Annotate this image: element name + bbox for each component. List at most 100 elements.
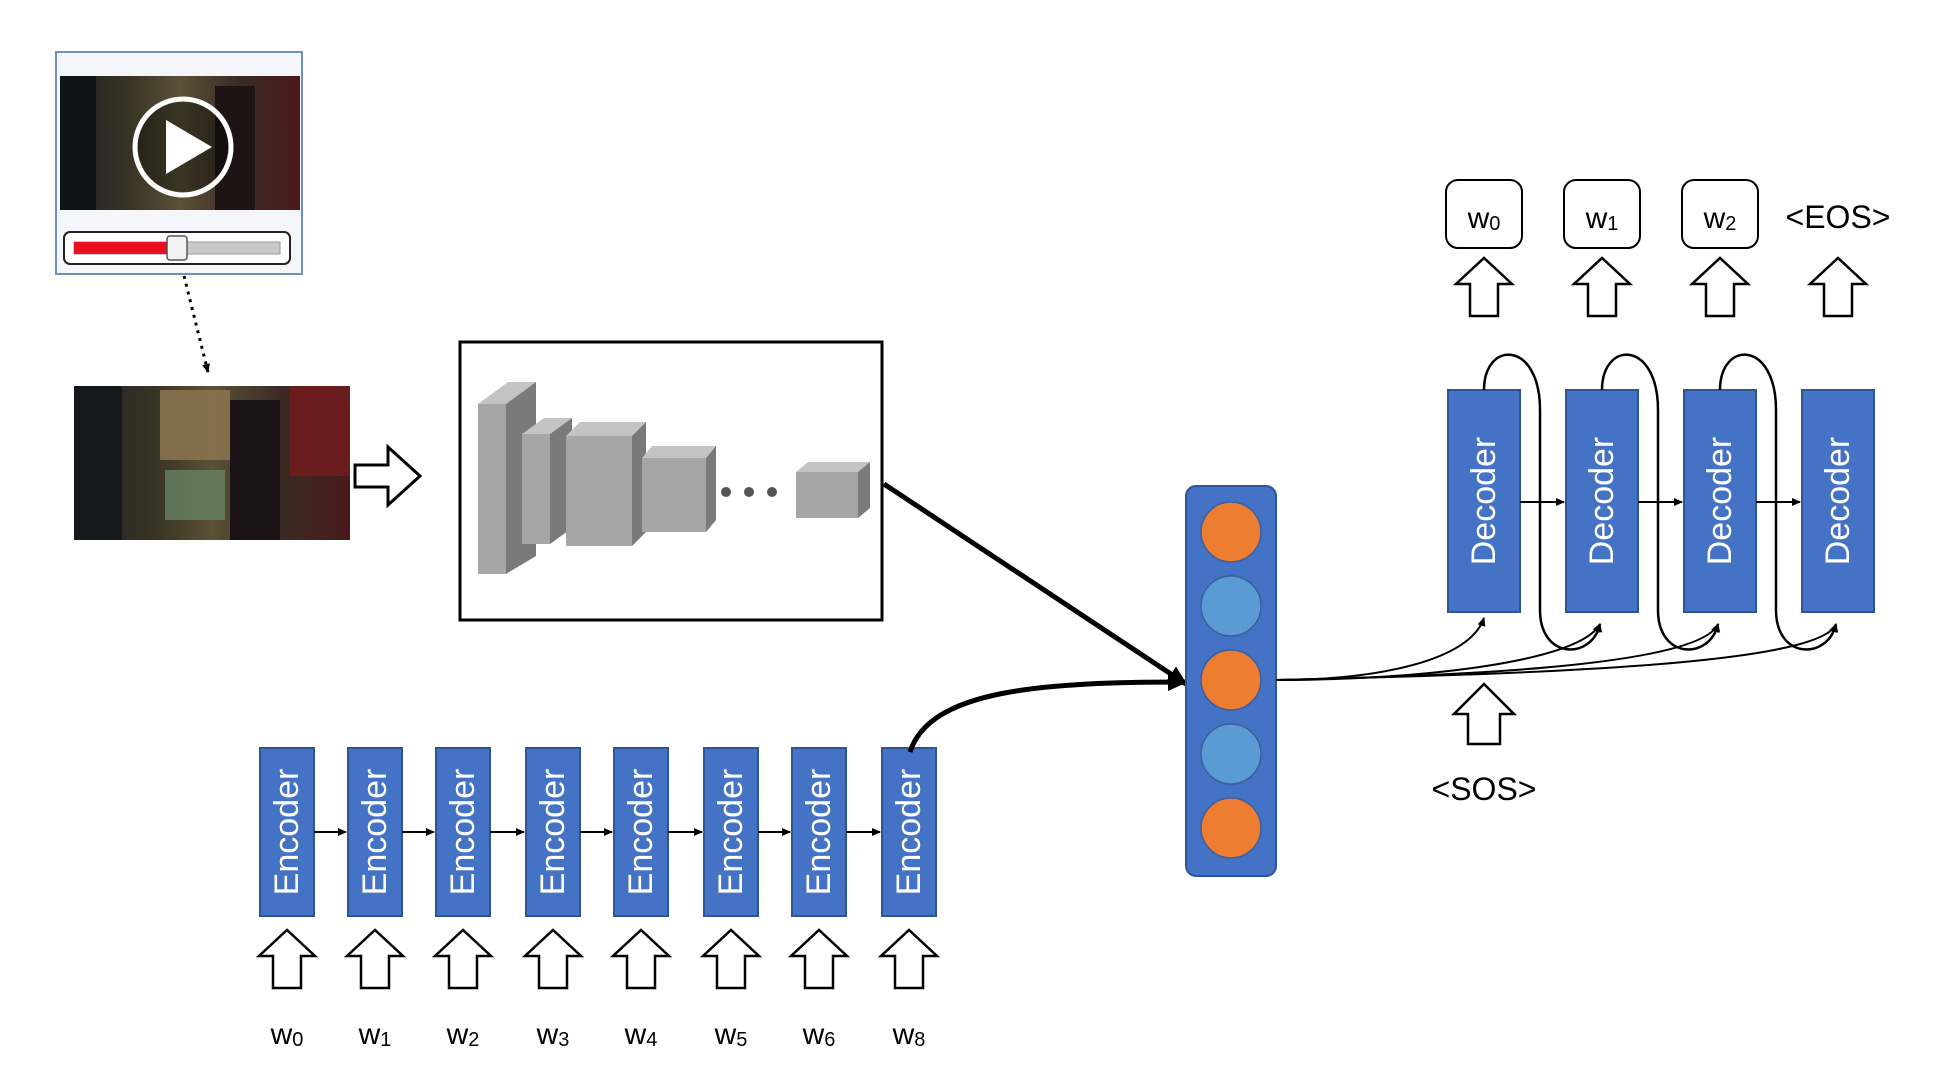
hollow-up-arrow-icon — [431, 928, 495, 990]
frame-extraction-arrow — [182, 275, 210, 373]
word-subscript: 6 — [824, 1029, 835, 1051]
encoder-input-word: w5 — [714, 1018, 748, 1051]
ellipsis-dot — [767, 487, 777, 497]
play-icon[interactable] — [132, 96, 234, 198]
hollow-up-arrow-icon — [877, 928, 941, 990]
extracted-frame — [74, 386, 350, 540]
output-token-box — [1563, 179, 1641, 249]
encoder-block: Encoder w5 — [699, 747, 791, 1051]
output-token: <EOS> — [1786, 199, 1891, 235]
word-base: w — [1703, 202, 1726, 235]
encoder-block: Encoder w4 — [609, 747, 703, 1051]
decoder-label: Decoder — [1465, 437, 1503, 566]
progress-thumb[interactable] — [166, 235, 188, 261]
context-node-blue — [1200, 575, 1262, 637]
decoder-block: Decoder — [1565, 389, 1683, 613]
context-node-orange — [1200, 649, 1262, 711]
hollow-up-arrow-icon — [255, 928, 319, 990]
cnn-to-context-arrow — [882, 481, 1188, 687]
encoder-input-word: w6 — [802, 1018, 836, 1051]
encoder-label: Encoder — [800, 769, 838, 896]
word-base: w — [1585, 202, 1608, 235]
encoder-to-context-arrow — [907, 673, 1188, 753]
encoder-label: Encoder — [356, 769, 394, 896]
encoder-label: Encoder — [534, 769, 572, 896]
sos-token-label: <SOS> — [1432, 771, 1537, 807]
decoder-output: w0 — [1445, 179, 1523, 318]
word-subscript: 2 — [468, 1029, 479, 1051]
encoder-label: Encoder — [890, 769, 928, 896]
encoder-block: Encoder w6 — [787, 747, 881, 1051]
encoder-block: Encoder w1 — [343, 747, 435, 1051]
hollow-up-arrow-icon — [1688, 256, 1752, 318]
output-token-box — [1681, 179, 1759, 249]
decoder-block: Decoder — [1447, 389, 1565, 613]
word-base: w — [802, 1018, 825, 1051]
hollow-up-arrow-icon — [1570, 256, 1634, 318]
encoder-label: Encoder — [712, 769, 750, 896]
decoder-output: w2 — [1681, 179, 1759, 318]
cnn-feature-extractor — [458, 340, 884, 622]
encoder-block: Encoder w3 — [521, 747, 613, 1051]
word-subscript: 0 — [292, 1029, 303, 1051]
word-subscript: 8 — [914, 1029, 925, 1051]
decoder-label: Decoder — [1819, 437, 1857, 566]
context-node-orange — [1200, 501, 1262, 563]
progress-slider[interactable] — [63, 231, 291, 265]
encoder-block: Encoder w0 — [255, 747, 347, 1051]
encoder-label: Encoder — [622, 769, 660, 896]
encoder-input-word: w8 — [892, 1018, 926, 1051]
context-node-orange — [1200, 797, 1262, 859]
context-vector — [1185, 485, 1277, 877]
hollow-up-arrow-icon — [1452, 256, 1516, 318]
ellipsis-dot — [744, 487, 754, 497]
decoder-box — [1801, 389, 1875, 613]
decoder-feedback-loops — [1482, 353, 1839, 651]
hollow-up-arrow-icon — [343, 928, 407, 990]
word-base: w — [270, 1018, 293, 1051]
encoder-input-word: w3 — [536, 1018, 570, 1051]
word-base: w — [358, 1018, 381, 1051]
decoder-output: <EOS> — [1786, 199, 1891, 318]
word-base: w — [624, 1018, 647, 1051]
encoder-label: Encoder — [268, 769, 306, 896]
encoder-box — [347, 747, 403, 917]
decoder-chain: Decoder Decoder Decoder Decoder — [1447, 389, 1875, 613]
hollow-up-arrow-icon — [787, 928, 851, 990]
hollow-up-arrow-icon — [1450, 682, 1518, 746]
word-subscript: 0 — [1489, 213, 1500, 235]
word-base: w — [892, 1018, 915, 1051]
word-subscript: 3 — [558, 1029, 569, 1051]
decoder-block: Decoder — [1801, 389, 1875, 613]
word-subscript: 1 — [380, 1029, 391, 1051]
scene-person-left — [60, 76, 96, 210]
output-token: w1 — [1585, 202, 1619, 235]
encoder-input-word: w2 — [446, 1018, 480, 1051]
word-base: w — [1467, 202, 1490, 235]
hollow-up-arrow-icon — [699, 928, 763, 990]
output-token: w0 — [1467, 202, 1501, 235]
decoder-label: Decoder — [1701, 437, 1739, 566]
encoder-input-word: w0 — [270, 1018, 304, 1051]
output-token-box — [1445, 179, 1523, 249]
encoder-input-word: w1 — [358, 1018, 392, 1051]
video-player — [55, 51, 303, 275]
decoder-block: Decoder — [1683, 389, 1801, 613]
encoder-input-word: w4 — [624, 1018, 658, 1051]
encoder-box — [791, 747, 847, 917]
word-base: w — [536, 1018, 559, 1051]
word-subscript: 2 — [1725, 213, 1736, 235]
word-subscript: 1 — [1607, 213, 1618, 235]
context-node-blue — [1200, 723, 1262, 785]
word-base: w — [714, 1018, 737, 1051]
encoder-box — [525, 747, 581, 917]
encoder-box — [703, 747, 759, 917]
progress-fill — [74, 242, 177, 254]
hollow-up-arrow-icon — [1806, 256, 1870, 318]
encoder-chain: Encoderw0Encoderw1Encoderw2Encoderw3Enco… — [255, 747, 941, 1051]
scene-person-right — [215, 86, 255, 210]
ellipsis-dot — [721, 487, 731, 497]
